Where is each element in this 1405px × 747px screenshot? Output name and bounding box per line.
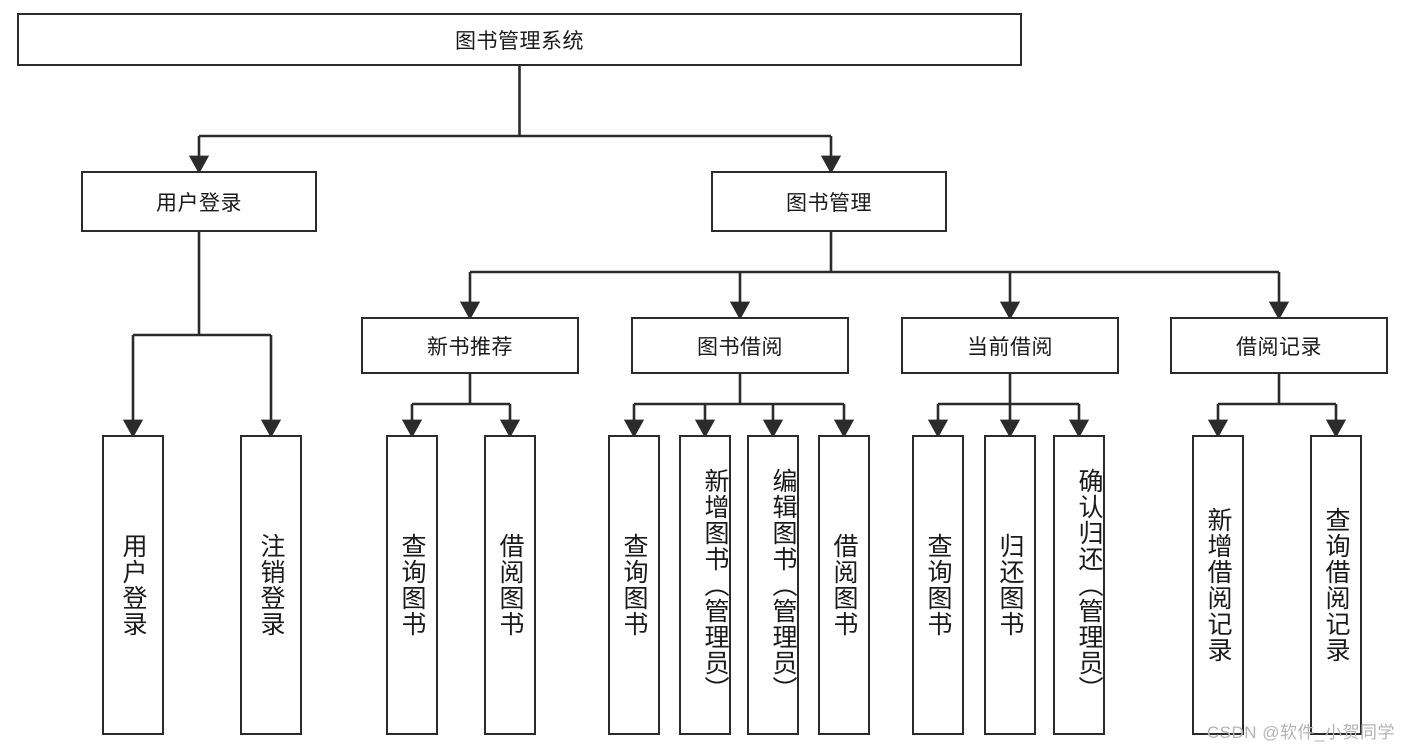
node-current-borrowing[interactable]: 当前借阅 (901, 317, 1119, 374)
node-leaf-query-book-borrow-label: 查询图书 (620, 533, 648, 637)
node-book-borrowing[interactable]: 图书借阅 (631, 317, 849, 374)
node-leaf-borrow-book-recommend[interactable]: 借阅图书 (484, 435, 536, 735)
node-book-manage[interactable]: 图书管理 (711, 171, 947, 232)
node-user-login[interactable]: 用户登录 (81, 171, 317, 232)
node-leaf-user-login[interactable]: 用户登录 (102, 435, 164, 735)
node-leaf-query-book-current-label: 查询图书 (924, 533, 952, 637)
node-leaf-borrow-book-recommend-label: 借阅图书 (496, 533, 524, 637)
node-leaf-query-borrow-record-label: 查询借阅记录 (1322, 507, 1350, 663)
node-leaf-return-book-label: 归还图书 (996, 533, 1024, 637)
node-leaf-add-borrow-record[interactable]: 新增借阅记录 (1192, 435, 1244, 735)
node-root-system[interactable]: 图书管理系统 (17, 13, 1022, 66)
node-leaf-borrow-book-label: 借阅图书 (830, 533, 858, 637)
node-leaf-query-book-borrow[interactable]: 查询图书 (608, 435, 660, 735)
node-leaf-add-book-admin-label: 新增图书（管理员） (701, 468, 729, 702)
node-leaf-borrow-book[interactable]: 借阅图书 (818, 435, 870, 735)
node-leaf-return-book[interactable]: 归还图书 (984, 435, 1036, 735)
node-borrowing-records[interactable]: 借阅记录 (1170, 317, 1388, 374)
node-leaf-user-login-label: 用户登录 (119, 533, 147, 637)
node-leaf-confirm-return-admin[interactable]: 确认归还（管理员） (1053, 435, 1105, 735)
node-leaf-query-book-recommend-label: 查询图书 (398, 533, 426, 637)
node-leaf-logout-label: 注销登录 (257, 533, 285, 637)
node-new-book-recommendation[interactable]: 新书推荐 (361, 317, 579, 374)
node-leaf-query-book-current[interactable]: 查询图书 (912, 435, 964, 735)
node-leaf-query-borrow-record[interactable]: 查询借阅记录 (1310, 435, 1362, 735)
node-leaf-add-book-admin[interactable]: 新增图书（管理员） (679, 435, 731, 735)
node-leaf-logout[interactable]: 注销登录 (240, 435, 302, 735)
node-leaf-query-book-recommend[interactable]: 查询图书 (386, 435, 438, 735)
node-leaf-edit-book-admin[interactable]: 编辑图书（管理员） (747, 435, 799, 735)
node-leaf-edit-book-admin-label: 编辑图书（管理员） (769, 468, 797, 702)
node-leaf-confirm-return-admin-label: 确认归还（管理员） (1075, 468, 1103, 702)
node-leaf-add-borrow-record-label: 新增借阅记录 (1204, 507, 1232, 663)
csdn-watermark: CSDN @软件_小贺同学 (1206, 723, 1395, 742)
